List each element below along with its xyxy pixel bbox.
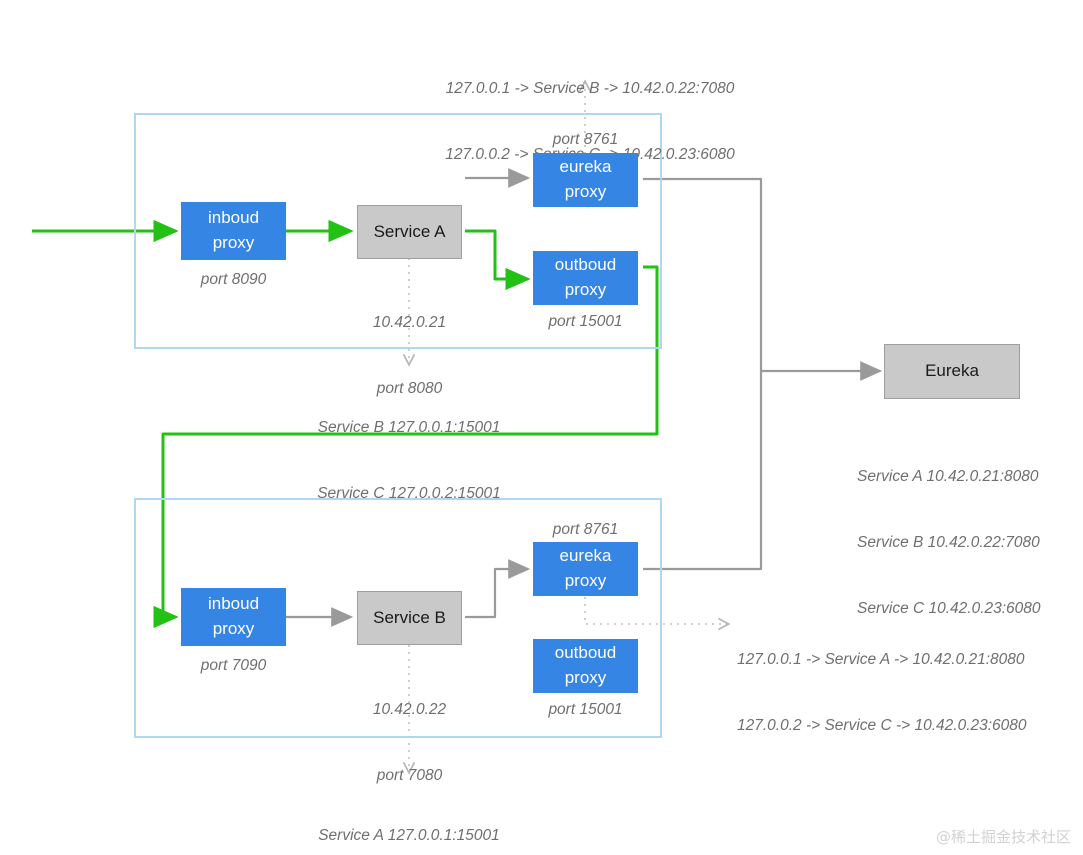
pod-a-service-label: Service A <box>373 221 446 241</box>
pod-a-service[interactable]: Service A <box>357 205 462 259</box>
pod-a-inbound-proxy-label-2: proxy <box>212 233 255 252</box>
pod-b-service-label: Service B <box>373 607 446 627</box>
gray-service-a-to-eureka-proxy <box>465 168 531 188</box>
pod-a-eureka-proxy-label-1: eureka <box>559 157 612 177</box>
gray-service-b-to-eureka-proxy-b <box>465 559 531 619</box>
pod-b-eureka-proxy[interactable]: eureka proxy <box>533 542 638 596</box>
pod-b-inbound-proxy-caption: port 7090 <box>200 657 267 674</box>
pod-b-service-caption-1: 10.42.0.22 <box>372 701 447 718</box>
pod-b-service-caption: 10.42.0.22 port 7080 <box>337 655 482 831</box>
gray-eureka-proxy-b-to-eureka <box>643 371 763 571</box>
green-service-a-to-outbound <box>465 229 531 291</box>
pod-a-inbound-proxy-label-1: inboud <box>207 208 260 228</box>
pod-a-eureka-proxy[interactable]: eureka proxy <box>533 153 638 207</box>
bottom-annotation: 127.0.0.1 -> Service A -> 10.42.0.21:808… <box>737 605 1067 781</box>
eureka-registry-line-3: Service C 10.42.0.23:6080 <box>857 600 1041 617</box>
pod-a-outbound-proxy-label-1: outboud <box>554 255 617 275</box>
pod-a-outbound-proxy-label-2: proxy <box>564 280 607 299</box>
pod-a-service-caption-1: 10.42.0.21 <box>372 314 447 331</box>
bottom-annotation-line-2: 127.0.0.2 -> Service C -> 10.42.0.23:608… <box>737 717 1027 734</box>
pod-a-eureka-proxy-label-2: proxy <box>564 182 607 201</box>
pod-a-eureka-proxy-caption: port 8761 <box>552 131 619 148</box>
gray-eureka-proxy-a-to-eureka <box>643 177 883 381</box>
pod-a-hosts-line-2: Service C 127.0.0.2:15001 <box>317 485 501 502</box>
pod-a-service-caption: 10.42.0.21 port 8080 <box>337 268 482 444</box>
bottom-annotation-line-1: 127.0.0.1 -> Service A -> 10.42.0.21:808… <box>737 651 1025 668</box>
pod-a-outbound-proxy[interactable]: outboud proxy <box>533 251 638 305</box>
eureka-registry-line-2: Service B 10.42.0.22:7080 <box>857 534 1040 551</box>
pod-b-boundary <box>134 498 662 738</box>
eureka-server[interactable]: Eureka <box>884 344 1020 399</box>
pod-b-eureka-proxy-label-2: proxy <box>564 571 607 590</box>
pod-b-eureka-proxy-caption: port 8761 <box>552 521 619 538</box>
pod-b-outbound-proxy-caption: port 15001 <box>548 701 623 718</box>
pod-b-outbound-proxy-label-1: outboud <box>554 643 617 663</box>
pod-b-hosts-annotation: Service A 127.0.0.1:15001 Service C 127.… <box>259 781 559 855</box>
eureka-registry-line-1: Service A 10.42.0.21:8080 <box>857 468 1039 485</box>
top-annotation-line-1: 127.0.0.1 -> Service B -> 10.42.0.22:708… <box>445 80 735 97</box>
pod-a-inbound-proxy[interactable]: inboud proxy <box>181 202 286 260</box>
pod-a-outbound-proxy-caption: port 15001 <box>548 313 623 330</box>
pod-a-hosts-annotation: Service B 127.0.0.1:15001 Service C 127.… <box>259 373 559 549</box>
pod-b-inbound-proxy[interactable]: inboud proxy <box>181 588 286 646</box>
eureka-registry-list: Service A 10.42.0.21:8080 Service B 10.4… <box>857 422 1083 664</box>
pod-a-inbound-proxy-caption: port 8090 <box>200 271 267 288</box>
pod-b-eureka-proxy-label-1: eureka <box>559 546 612 566</box>
green-outbound-a-to-inbound-b <box>153 265 659 629</box>
dotted-eureka-proxy-b-annotation <box>584 597 731 631</box>
pod-b-service[interactable]: Service B <box>357 591 462 645</box>
eureka-server-label: Eureka <box>925 361 979 381</box>
watermark: @稀土掘金技术社区 <box>935 828 1071 846</box>
pod-b-service-caption-2: port 7080 <box>376 767 443 784</box>
pod-b-inbound-proxy-label-1: inboud <box>207 594 260 614</box>
pod-a-boundary <box>134 113 662 349</box>
top-annotation: 127.0.0.1 -> Service B -> 10.42.0.22:708… <box>380 34 800 210</box>
pod-b-outbound-proxy[interactable]: outboud proxy <box>533 639 638 693</box>
pod-b-outbound-proxy-label-2: proxy <box>564 668 607 687</box>
pod-a-hosts-line-1: Service B 127.0.0.1:15001 <box>317 419 501 436</box>
pod-b-inbound-proxy-label-2: proxy <box>212 619 255 638</box>
pod-a-service-caption-2: port 8080 <box>376 380 443 397</box>
pod-b-hosts-line-1: Service A 127.0.0.1:15001 <box>318 827 500 844</box>
